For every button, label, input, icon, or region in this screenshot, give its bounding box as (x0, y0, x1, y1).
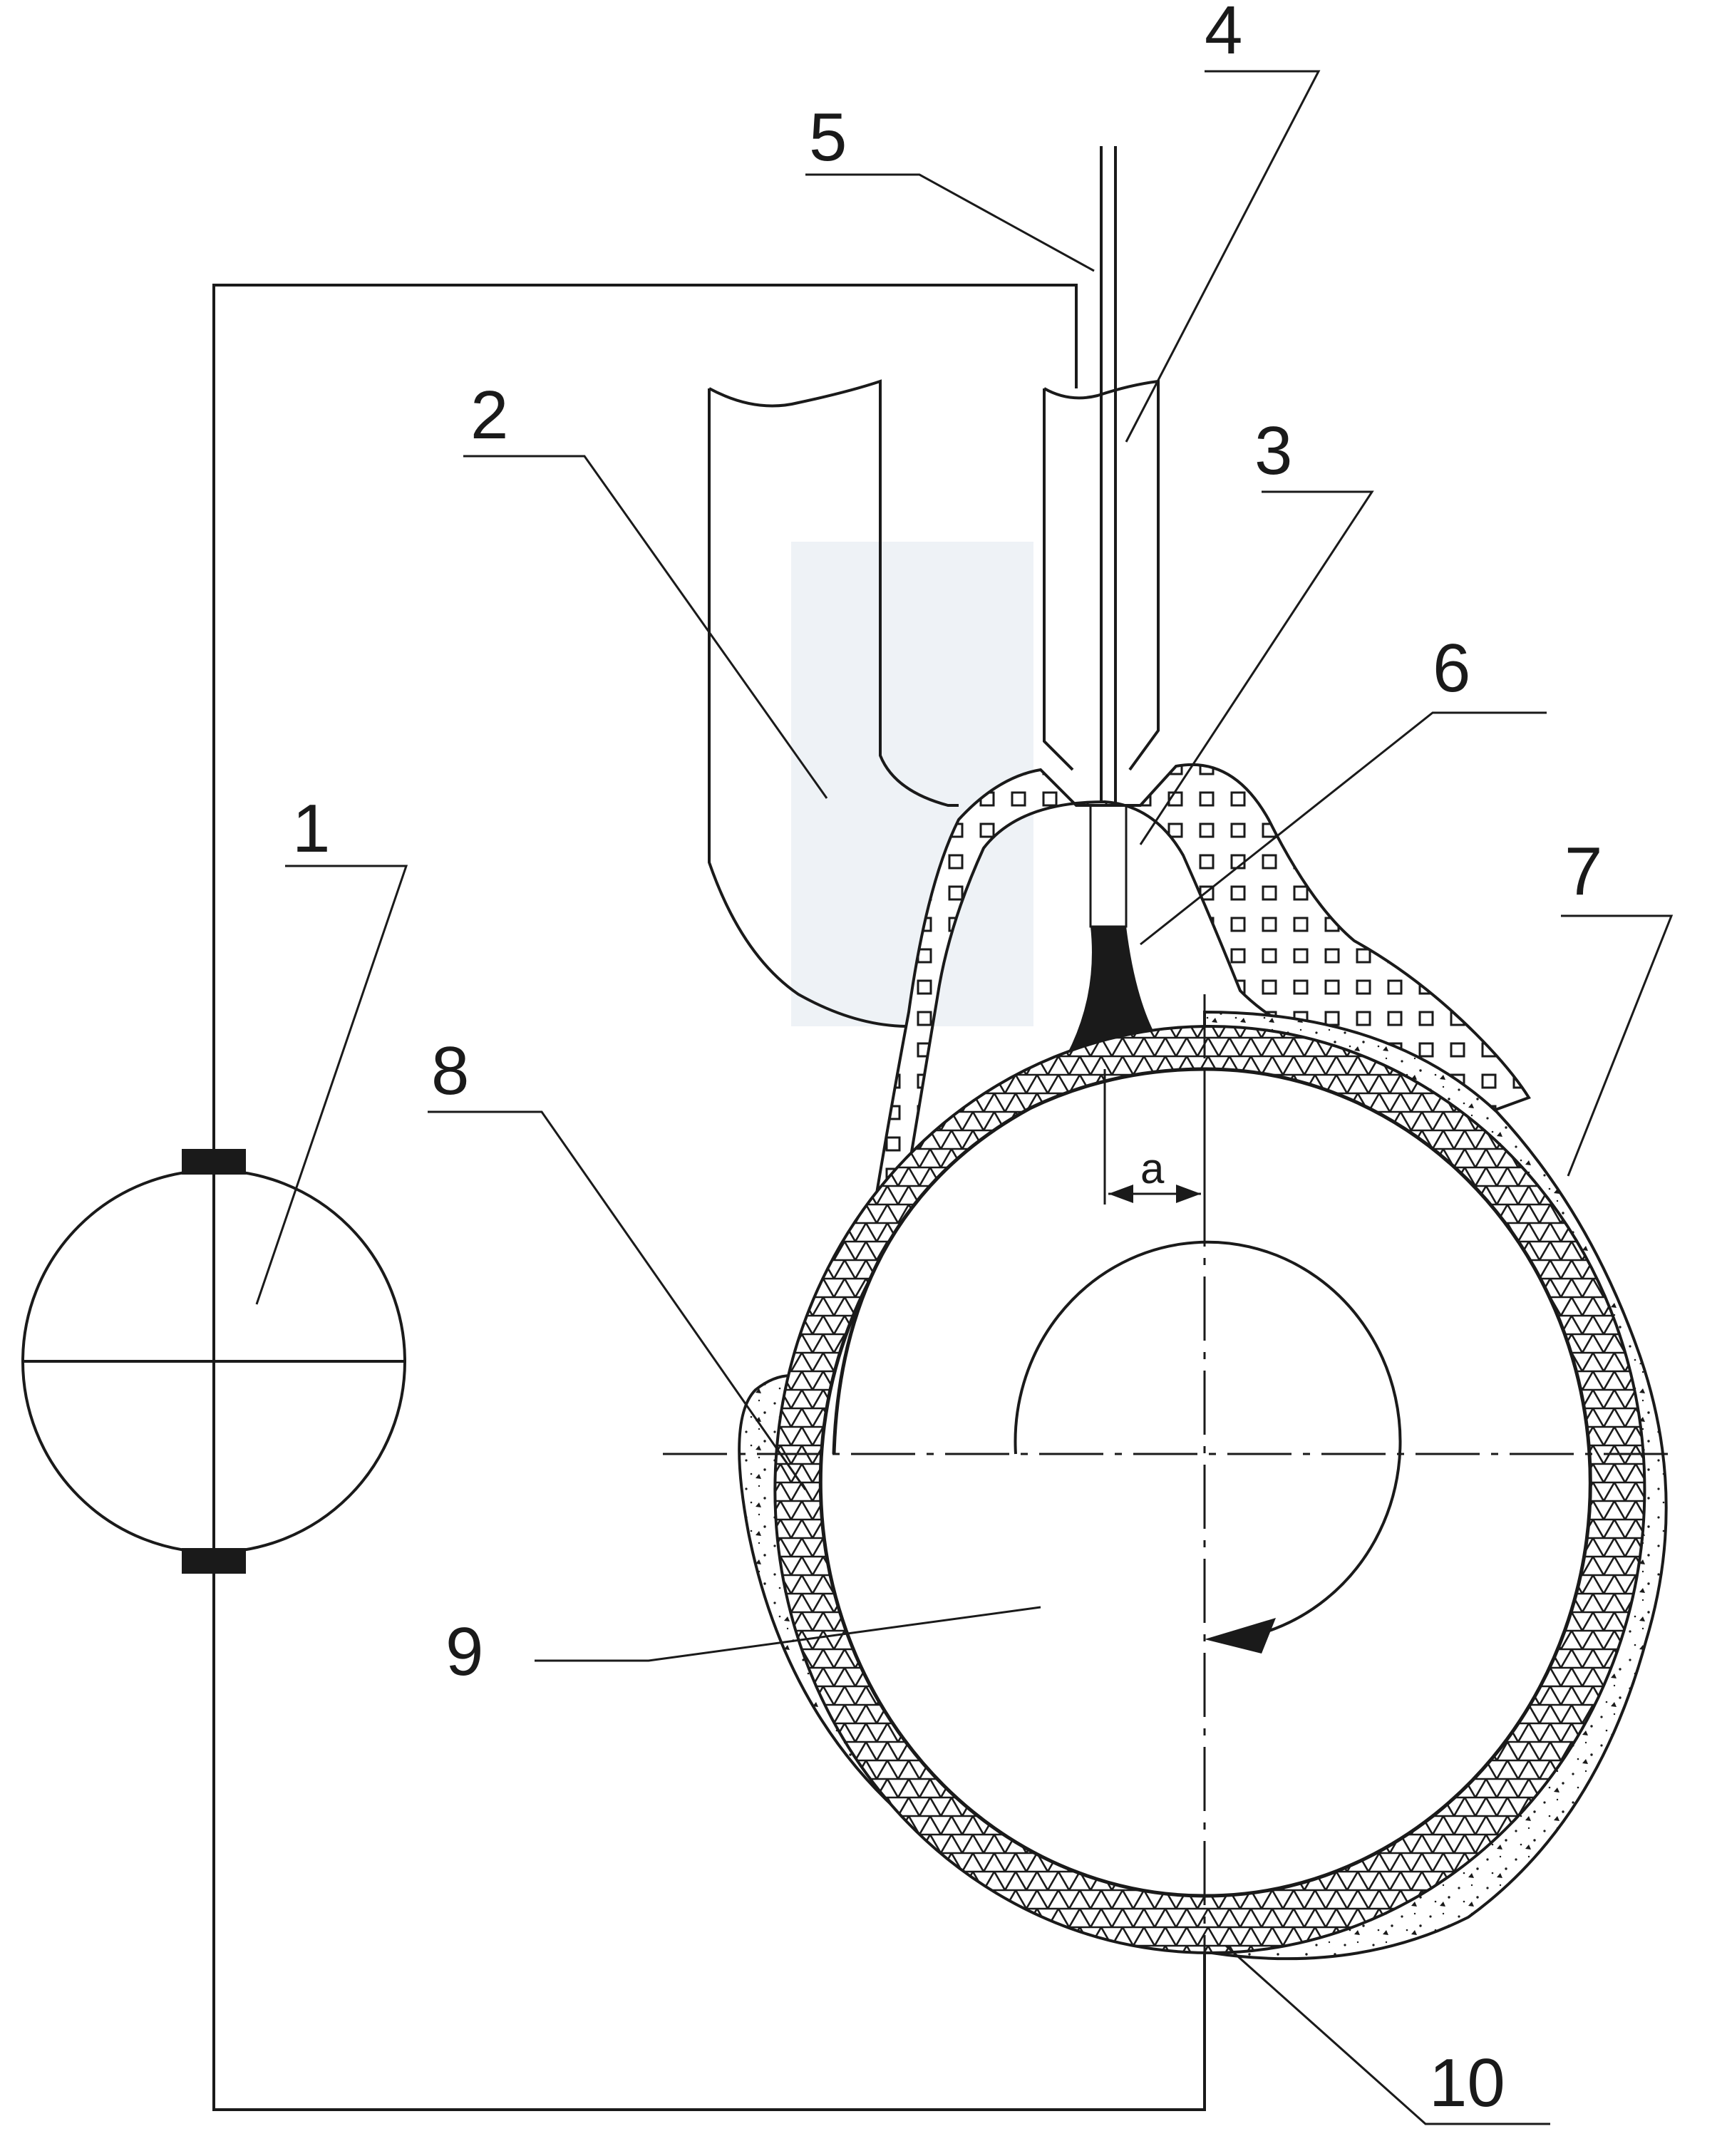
label-9: 9 (445, 1614, 483, 1690)
label-7: 7 (1564, 833, 1602, 909)
nozzle-body (708, 379, 959, 1028)
label-8: 8 (431, 1033, 469, 1109)
label-4: 4 (1205, 0, 1242, 68)
label-2: 2 (470, 377, 508, 453)
label-1: 1 (292, 790, 330, 867)
dimension-label: a (1140, 1145, 1165, 1192)
terminal-top (182, 1149, 246, 1175)
label-6: 6 (1433, 630, 1470, 706)
background-tint (791, 542, 1033, 1026)
dimension-a: a (1103, 1069, 1206, 1205)
workpiece-edge-upper (832, 1067, 1205, 1455)
label-5: 5 (809, 99, 847, 175)
rotation-arrow-icon (1014, 1240, 1402, 1654)
wire-electrode (1089, 146, 1128, 928)
leader-lines (255, 70, 1674, 2125)
center-lines (663, 994, 1671, 2110)
terminal-bottom (182, 1548, 246, 1574)
power-source (21, 1149, 406, 1574)
circuit-wire (212, 284, 1206, 2111)
label-10: 10 (1429, 2045, 1505, 2121)
label-3: 3 (1254, 413, 1292, 489)
